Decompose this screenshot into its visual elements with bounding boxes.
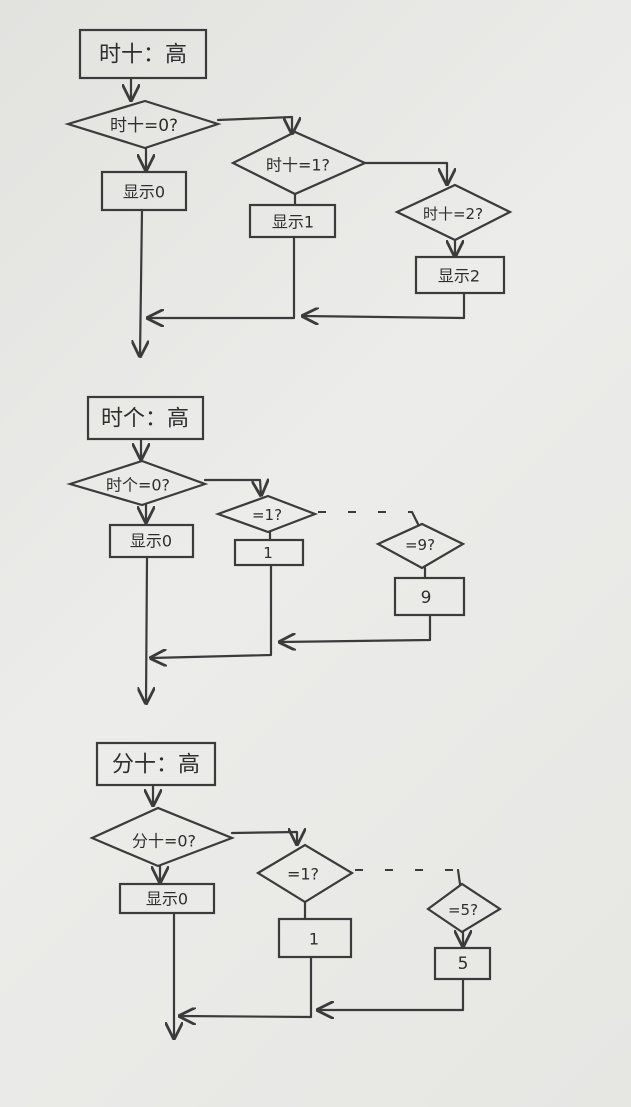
connector [410, 510, 420, 526]
action-box-2-2 [233, 538, 305, 567]
decision-diamond-1-1 [64, 99, 222, 150]
section-hour-tens: 时十：高 时十=0? 时十=1? 时十=2? 显示0 显示1 显示2 [64, 28, 513, 356]
decision-label-2-1: 时个=0? [106, 476, 170, 495]
start-label-1: 时十：高 [99, 43, 187, 68]
connector [216, 115, 292, 133]
action-label-2-1: 显示0 [130, 532, 172, 551]
action-label-3-1: 显示0 [146, 890, 188, 909]
connector [146, 555, 147, 703]
action-label-2-2: 1 [263, 544, 273, 562]
connector [456, 868, 462, 886]
action-box-1-3 [414, 255, 506, 295]
decision-diamond-3-3 [426, 882, 503, 934]
action-label-2-3: 9 [421, 588, 432, 608]
connector [203, 480, 261, 495]
decision-label-1-3: 时十=2? [423, 205, 483, 223]
connector [318, 977, 465, 1010]
action-label-1-3: 显示2 [438, 267, 480, 286]
connector [180, 955, 313, 1017]
action-box-1-1 [100, 170, 188, 212]
decision-label-3-1: 分十=0? [132, 832, 196, 851]
start-box-3 [95, 741, 217, 787]
start-box-1 [78, 28, 208, 80]
decision-label-3-3: =5? [448, 901, 478, 919]
action-label-1-2: 显示1 [272, 213, 314, 232]
start-box-2 [86, 395, 205, 441]
connector [148, 235, 296, 318]
section-hour-ones: 时个：高 时个=0? =1? =9? 显示0 1 9 [66, 395, 466, 703]
start-label-3: 分十：高 [112, 753, 200, 778]
action-box-3-2 [277, 917, 353, 959]
section-minute-tens: 分十：高 分十=0? =1? =5? 显示0 1 5 [89, 741, 503, 1038]
connector [303, 291, 466, 318]
action-box-3-1 [118, 882, 216, 915]
decision-diamond-2-1 [66, 459, 209, 507]
decision-label-3-2: =1? [287, 865, 319, 884]
action-box-2-1 [108, 523, 195, 559]
decision-diamond-3-1 [89, 806, 236, 868]
decision-diamond-1-3 [394, 183, 513, 242]
decision-label-2-2: =1? [252, 506, 282, 524]
connector [151, 563, 273, 658]
action-label-3-3: 5 [458, 954, 469, 974]
decision-diamond-2-3 [375, 522, 466, 570]
action-label-3-2: 1 [309, 930, 319, 949]
connector [363, 161, 447, 184]
action-label-1-1: 显示0 [123, 183, 165, 202]
connector [140, 208, 142, 356]
decision-label-1-2: 时十=1? [266, 156, 330, 175]
decision-diamond-2-2 [214, 494, 319, 534]
decision-label-2-3: =9? [405, 536, 435, 554]
action-box-1-2 [248, 203, 337, 239]
connector [280, 613, 432, 642]
decision-diamond-3-2 [255, 843, 355, 904]
start-label-2: 时个：高 [101, 407, 189, 432]
connector [230, 832, 297, 844]
decision-label-1-1: 时十=0? [110, 116, 178, 136]
